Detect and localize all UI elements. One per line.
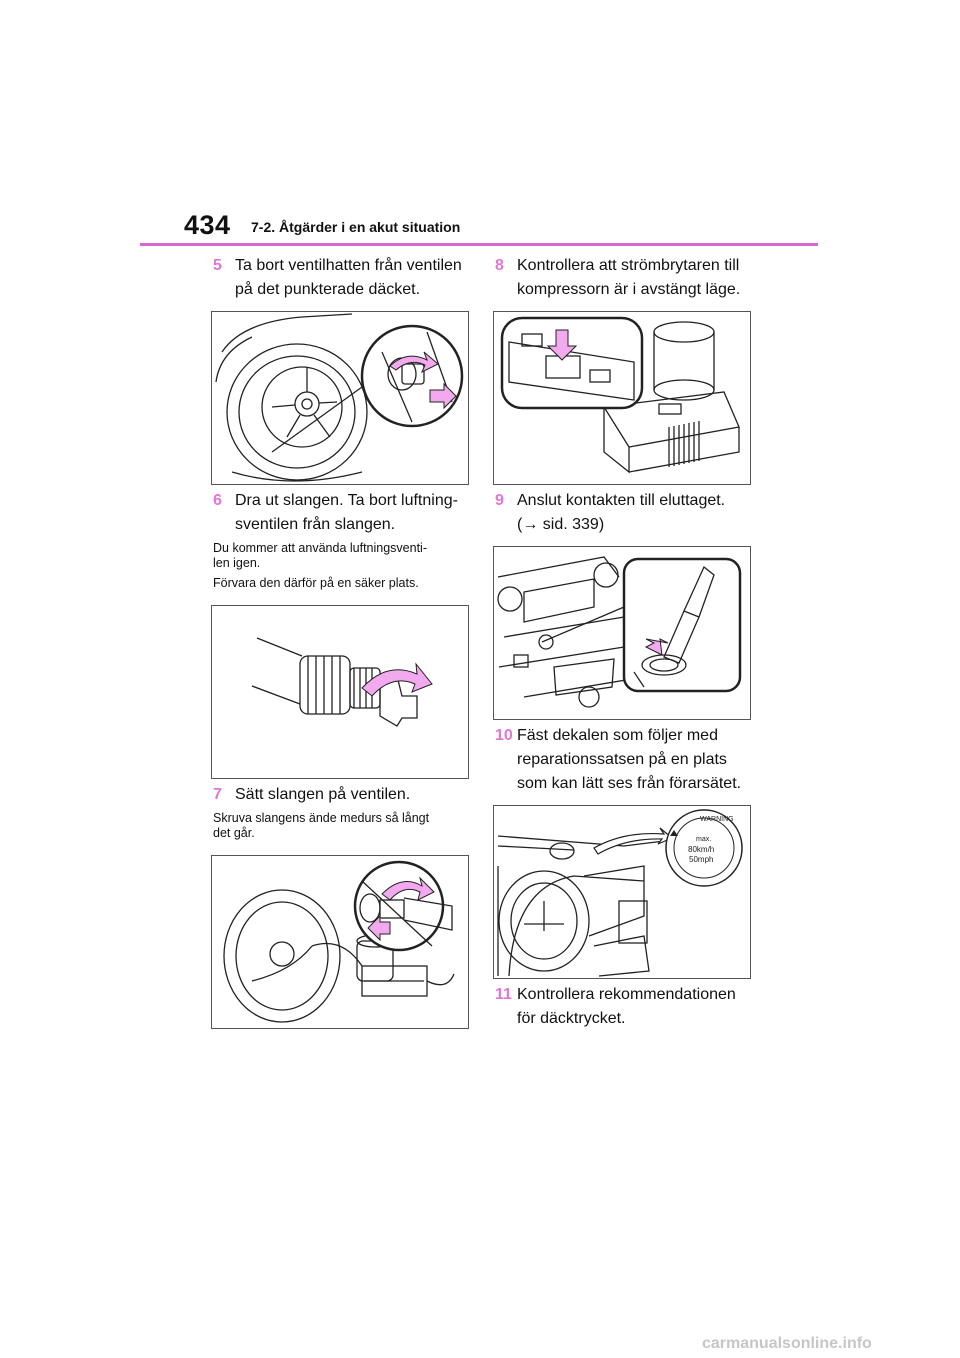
step-text-line: Ta bort ventilhatten från ventilen (235, 257, 462, 274)
step-number: 9 (495, 492, 504, 509)
rotate-arrow-icon (381, 876, 435, 901)
step-text-line: för däcktrycket. (517, 1010, 626, 1027)
insert-arrow-icon (644, 638, 669, 656)
step-number: 6 (213, 492, 222, 509)
step-text-line: Anslut kontakten till eluttaget. (517, 492, 726, 509)
step-text-line: Sätt slangen på ventilen. (235, 786, 411, 803)
step-text-line: Dra ut slangen. Ta bort luftning- (235, 492, 458, 509)
step-text-line: reparationssatsen på en plats (517, 751, 727, 768)
press-arrow-icon (546, 329, 578, 361)
figure-attach-sticker: WARNING max. 80km/h 50mph (493, 805, 751, 979)
page-number: 434 (184, 210, 231, 240)
rotate-arrow-icon (361, 662, 433, 697)
step-number: 8 (495, 257, 504, 274)
warning-triangle-icon (670, 830, 678, 836)
step-6-note-line: Förvara den därför på en säker plats. (213, 576, 419, 590)
step-text-line: Kontrollera rekommendationen (517, 986, 736, 1003)
step-number: 7 (213, 786, 222, 803)
step-7-note-line: Skruva slangens ände medurs så långt (213, 811, 430, 825)
step-text-line: kompressorn är i avstängt läge. (517, 281, 741, 298)
step-text-line: Fäst dekalen som följer med (517, 727, 718, 744)
figure-compressor-switch (493, 311, 751, 485)
hose-illustration (251, 637, 433, 727)
hose-on-valve-illustration (223, 860, 455, 1023)
header-rule (140, 243, 818, 246)
step-text-line: på det punkterade däcket. (235, 281, 421, 298)
step-text-line: (→ sid. 339) (517, 516, 605, 533)
step-7-note-line: det går. (213, 826, 255, 840)
push-arrow-icon (367, 914, 391, 942)
step-6-note-line: len igen. (213, 556, 261, 570)
figure-remove-air-valve (211, 605, 469, 779)
pull-arrow-icon (429, 382, 457, 410)
step-number: 10 (495, 727, 513, 744)
sticker-speed-mph: 50mph (689, 855, 713, 864)
step-number: 5 (213, 257, 222, 274)
figure-attach-hose (211, 855, 469, 1029)
compressor-switch-illustration (500, 316, 740, 474)
dashboard-sticker-illustration: WARNING max. 80km/h 50mph (497, 809, 743, 977)
placement-arrow-icon (593, 827, 674, 855)
figure-remove-valve-cap (211, 311, 469, 485)
step-6-note-line: Du kommer att använda luftningsventi- (213, 541, 427, 555)
sticker-max-text: max. (696, 836, 711, 843)
sticker-speed-kmh: 80km/h (688, 845, 714, 854)
figure-power-outlet (493, 546, 751, 720)
section-title: 7-2. Åtgärder i en akut situation (251, 219, 461, 235)
tire-valve-illustration (215, 313, 464, 482)
power-outlet-illustration (497, 556, 742, 708)
step-number: 11 (495, 986, 512, 1003)
step-text-line: sventilen från slangen. (235, 516, 396, 533)
sticker-warning-text: WARNING (700, 816, 734, 823)
step-text-line: Kontrollera att strömbrytaren till (517, 257, 740, 274)
footer-watermark: carmanualsonline.info (702, 1335, 872, 1352)
rotate-arrow-icon (389, 351, 439, 374)
step-text-line: som kan lätt ses från förarsätet. (517, 775, 742, 792)
